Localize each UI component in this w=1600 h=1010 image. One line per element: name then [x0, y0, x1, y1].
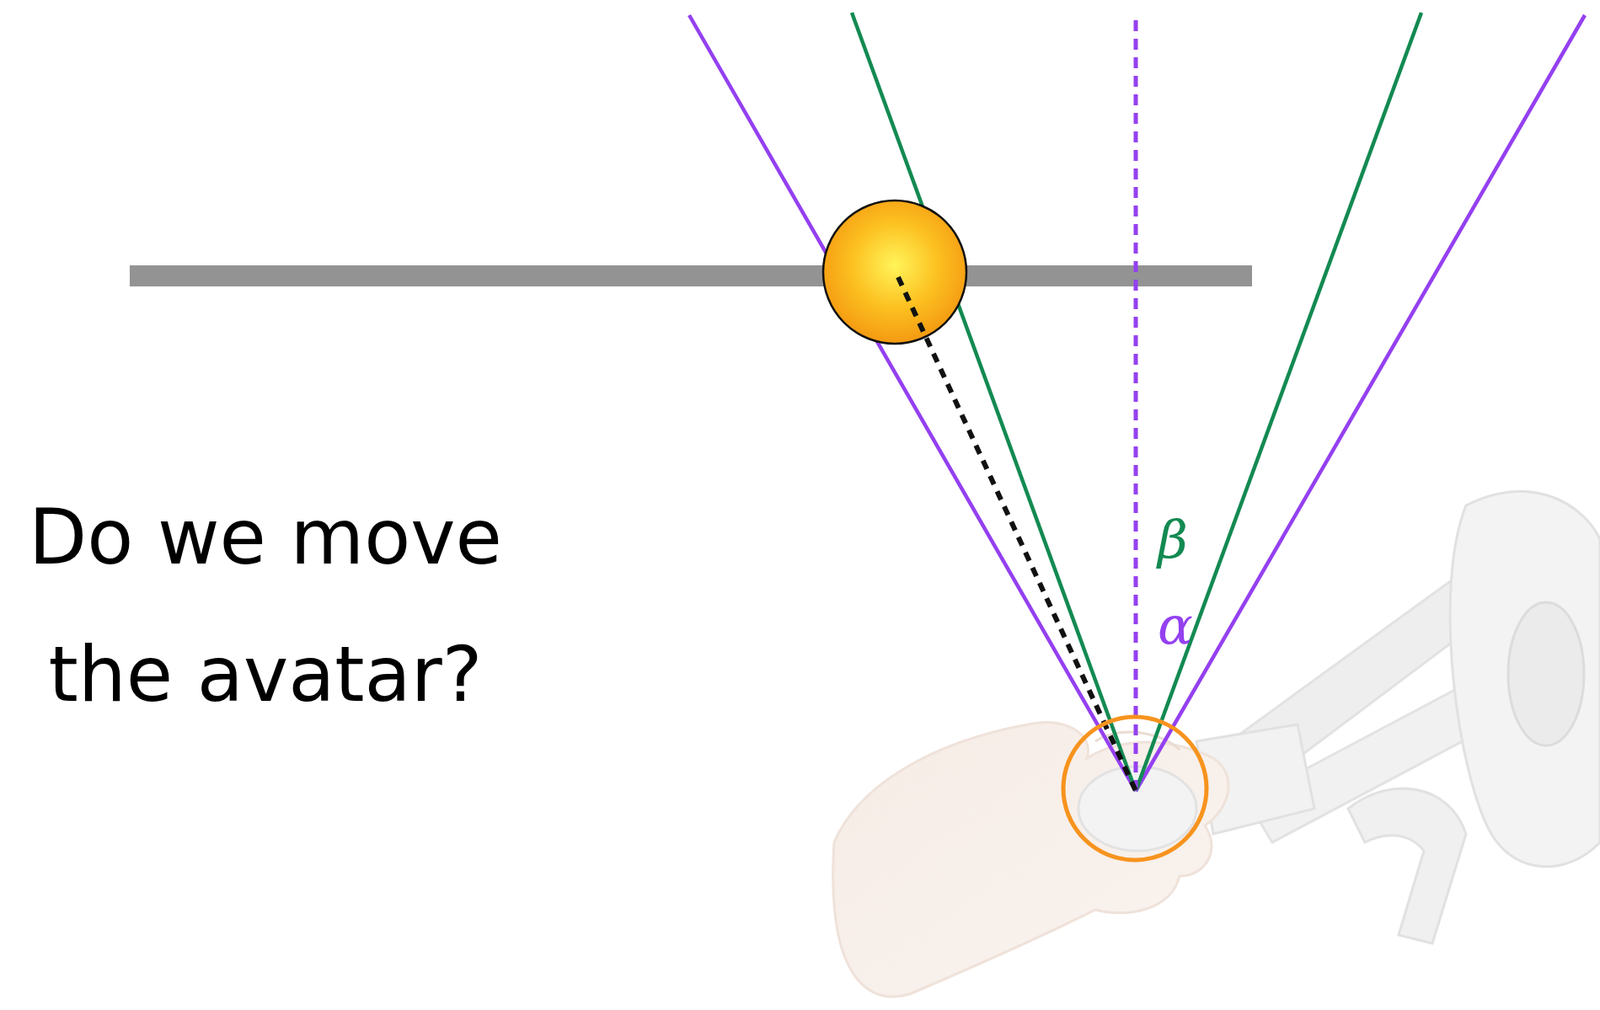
alpha-line	[689, 15, 1136, 792]
beta-line	[1135, 12, 1422, 792]
device-ring	[1063, 717, 1207, 861]
axis-line	[1134, 15, 1139, 792]
question-text: Do we move the avatar?	[8, 468, 523, 744]
hand	[833, 722, 1229, 997]
direction-line	[898, 277, 1136, 792]
beta-line	[851, 12, 1136, 792]
angle-label: β	[1157, 513, 1188, 567]
bar	[129, 265, 1253, 287]
alpha-line	[1135, 15, 1585, 792]
haptic-device	[1196, 491, 1600, 944]
avatar-ball	[823, 200, 967, 344]
angle-label: α	[1157, 599, 1194, 653]
